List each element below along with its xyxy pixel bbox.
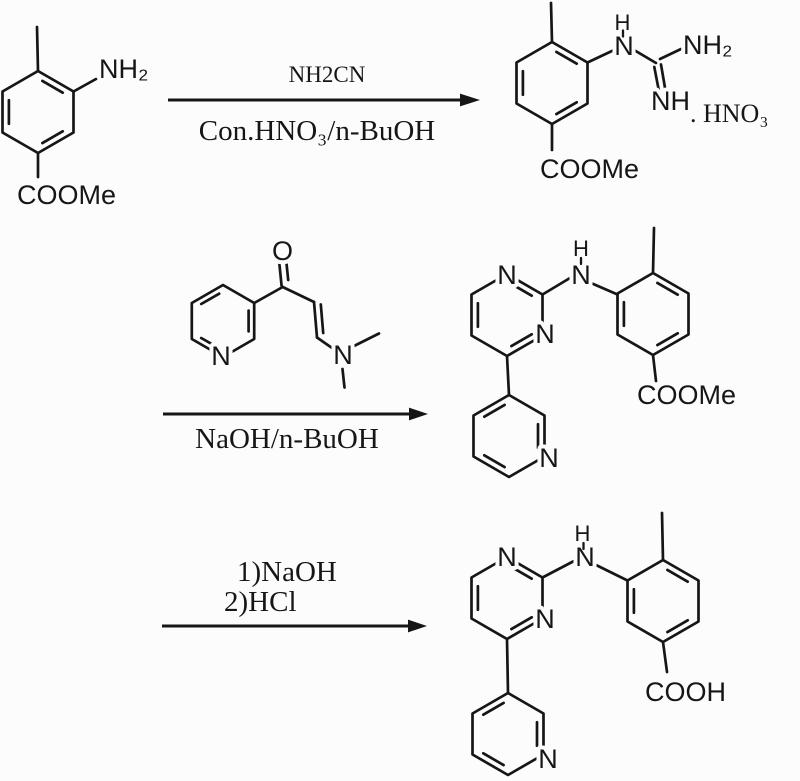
pyrimidine-n1-label: N: [497, 260, 517, 290]
carbonyl-double-bond: [278, 261, 290, 288]
acid-label: COOH: [645, 677, 726, 707]
terminal-amine-label: NH₂: [683, 30, 732, 60]
c2-n-bond: [541, 559, 576, 579]
enaminone-reagent-structure: O N N: [190, 232, 381, 389]
double-bond-line: [285, 261, 290, 282]
arrow-head: [460, 93, 480, 107]
step2-conditions-label: NaOH/n-BuOH: [195, 423, 379, 455]
double-bond-inner: [666, 618, 690, 634]
anilino-h-label: H: [575, 521, 591, 546]
n-aryl-bond: [592, 562, 629, 582]
nitrate-salt-label: . HNO₃: [690, 99, 768, 128]
amine-bond: [658, 47, 683, 61]
biaryl-bond: [505, 354, 511, 397]
benzene-ring: [616, 271, 690, 357]
double-bond-line: [319, 303, 325, 335]
final-acid-structure: N N H N COOH N: [470, 511, 730, 778]
pyrimidine-n1-label: N: [497, 542, 517, 572]
step2-arrow: NaOH/n-BuOH: [163, 407, 428, 455]
double-bond-inner: [41, 129, 65, 145]
methyl-bond: [341, 367, 346, 389]
step1-reagent-label: NH2CN: [289, 62, 366, 87]
double-bond-inner: [481, 751, 505, 767]
double-bond-inner: [555, 100, 579, 116]
pyridine-ring: [472, 393, 546, 479]
ring-outline: [471, 691, 545, 777]
pyrimidine-n3-label: N: [535, 319, 555, 349]
anilino-h-label: H: [615, 10, 631, 35]
methyl-bond: [660, 511, 665, 562]
guanidine-nitrate-structure: H N NH₂ NH . HNO₃ COOMe: [515, 1, 768, 188]
biaryl-bond: [505, 637, 510, 695]
double-bond-inner: [481, 701, 505, 717]
methyl-bond: [35, 25, 40, 73]
aryl-carbonyl-bond: [252, 285, 285, 305]
reactant-structure: NH₂ COOMe: [1, 25, 152, 214]
double-bond-inner: [510, 565, 534, 581]
pyridine-n-label: N: [539, 443, 559, 473]
ester-label: COOMe: [540, 154, 639, 184]
step3-arrow: 1)NaOH 2)HCl: [162, 556, 427, 633]
double-bond-inner: [199, 336, 221, 350]
double-bond-inner: [510, 282, 534, 298]
double-bond-inner: [482, 453, 506, 469]
double-bond-inner: [656, 331, 680, 347]
ring-outline: [1, 69, 75, 155]
n-aryl-bond: [589, 281, 619, 296]
double-bond-inner: [510, 332, 534, 348]
anilino-bond: [586, 49, 615, 64]
double-bond-inner: [482, 403, 506, 419]
double-bond-inner: [656, 281, 680, 297]
methyl-bond: [549, 1, 554, 44]
ester-label: COOMe: [17, 180, 116, 210]
amine-bond: [72, 77, 98, 93]
double-bond-inner: [555, 50, 579, 66]
dimethylamino-n-label: N: [333, 340, 353, 370]
pyridine-n-label: N: [211, 341, 231, 371]
pyrimidine-n3-label: N: [535, 604, 555, 634]
step3-conditions-line2: 2)HCl: [224, 586, 297, 618]
ring-outline: [472, 393, 546, 479]
c-n-bond: [315, 336, 335, 351]
double-bond-line: [312, 300, 319, 339]
benzene-ring: [1, 69, 75, 155]
double-bond-inner: [510, 615, 534, 631]
ester-intermediate-structure: N N H N COOMe N: [470, 226, 740, 479]
benzene-ring: [626, 558, 700, 644]
arrow-head: [409, 407, 428, 421]
n-c-bond: [632, 48, 658, 65]
amine-label: NH₂: [99, 54, 148, 84]
vinyl-double-bond: [312, 300, 325, 339]
imine-label: NH: [651, 86, 690, 116]
step1-conditions-label: Con.HNO₃/n-BuOH: [199, 115, 436, 147]
imine-double-bond: [652, 63, 667, 95]
anilino-n-label: N: [614, 31, 634, 61]
double-bond-inner: [41, 79, 65, 95]
benzene-ring: [515, 40, 589, 126]
arrow-head: [408, 619, 427, 633]
carbonyl-o-label: O: [272, 236, 293, 266]
ring-outline: [626, 558, 700, 644]
pyridine-ring: [471, 691, 545, 777]
double-bond-line: [278, 262, 283, 288]
c2-n-bond: [541, 276, 572, 296]
acid-bond: [661, 640, 669, 674]
methyl-bond: [352, 332, 381, 348]
step3-conditions-line1: 1)NaOH: [237, 556, 337, 588]
ester-label: COOMe: [637, 380, 736, 410]
anilino-n-label: N: [575, 542, 595, 572]
step1-arrow: NH2CN Con.HNO₃/n-BuOH: [168, 62, 480, 147]
ring-outline: [515, 40, 589, 126]
double-bond-inner: [666, 568, 690, 584]
chain-bond: [281, 285, 316, 304]
ring-outline: [616, 271, 690, 357]
ester-bond: [651, 353, 658, 383]
double-bond-inner: [199, 292, 221, 306]
double-bond-line: [652, 65, 661, 95]
methyl-bond: [651, 226, 656, 275]
pyridine-n-label: N: [538, 744, 558, 774]
anilino-h-label: H: [573, 236, 589, 261]
double-bond-line: [659, 63, 667, 91]
